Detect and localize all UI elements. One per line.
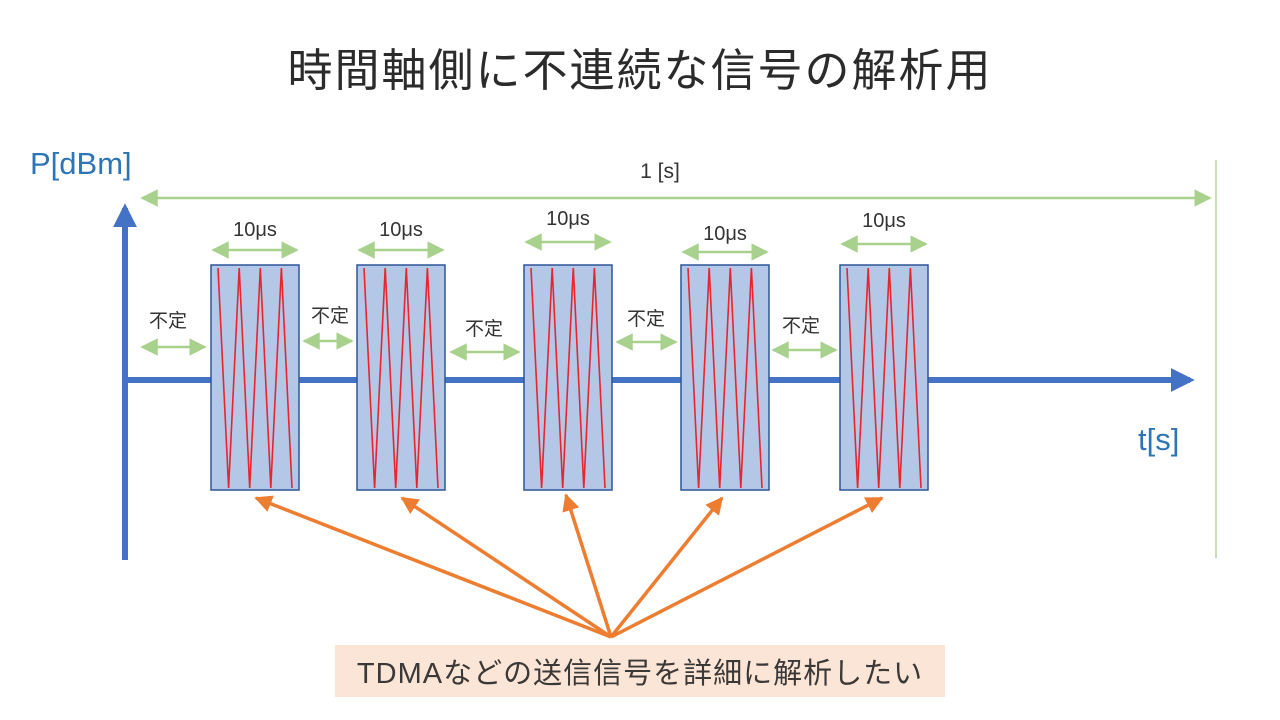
carrier-wave-3	[530, 267, 606, 489]
bottom-note: TDMAなどの送信信号を詳細に解析したい	[334, 645, 946, 697]
pulse-width-label-3: 10μs	[546, 208, 590, 230]
carrier-wave-2	[363, 267, 439, 489]
pulse-width-label-2: 10μs	[379, 219, 423, 241]
pulse-width-label-4: 10μs	[703, 223, 747, 245]
callout-arrow-3	[562, 493, 613, 638]
gap-label-4: 不定	[626, 309, 666, 330]
x-axis-label: t[s]	[1138, 422, 1180, 457]
carrier-wave-4	[687, 267, 763, 489]
gap-label-5: 不定	[781, 316, 821, 337]
total-duration-label: 1 [s]	[640, 160, 680, 183]
gap-label-1: 不定	[148, 311, 188, 332]
callout-arrow-5	[610, 496, 884, 639]
callout-arrow-2	[400, 496, 612, 639]
carrier-wave-1	[217, 267, 293, 489]
pulse-width-label-5: 10μs	[862, 210, 906, 232]
pulse-burst-2	[356, 264, 446, 491]
pulse-burst-4	[680, 264, 770, 491]
callout-arrow-1	[254, 495, 612, 639]
gap-label-3: 不定	[464, 319, 504, 340]
carrier-wave-5	[846, 267, 922, 489]
pulse-burst-1	[210, 264, 300, 491]
pulse-burst-5	[839, 264, 929, 491]
slide-title: 時間軸側に不連続な信号の解析用	[287, 45, 993, 96]
y-axis-label: P[dBm]	[30, 146, 132, 181]
gap-label-2: 不定	[310, 306, 350, 327]
pulse-burst-3	[523, 264, 613, 491]
callout-arrow-4	[609, 496, 724, 639]
pulse-width-label-1: 10μs	[233, 219, 277, 241]
